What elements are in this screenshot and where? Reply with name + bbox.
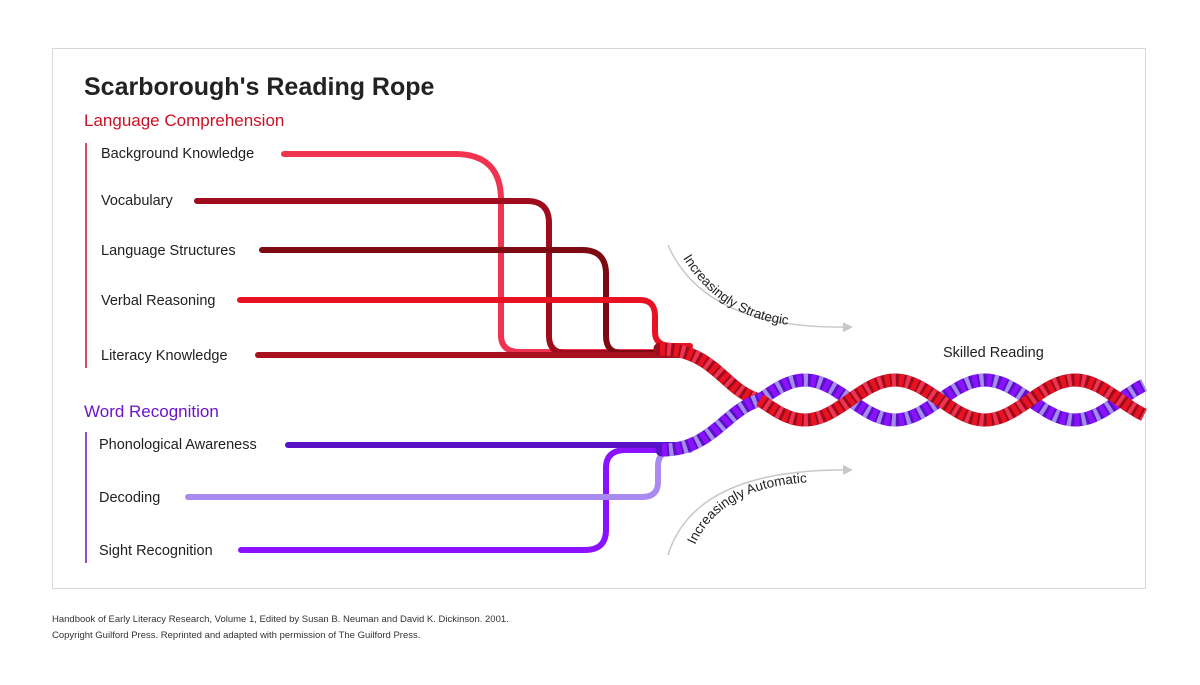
citation-line-1: Handbook of Early Literacy Research, Vol… — [52, 614, 509, 625]
strand-decoding — [185, 447, 693, 500]
strand-vocabulary — [194, 198, 693, 356]
strand-verbal-reasoning — [237, 297, 693, 349]
strand-label-literacy-knowledge: Literacy Knowledge — [101, 348, 228, 364]
strand-label-verbal-reasoning: Verbal Reasoning — [101, 293, 215, 309]
word-strands — [185, 442, 693, 553]
citation-line-2: Copyright Guilford Press. Reprinted and … — [52, 630, 421, 641]
increasingly-strategic-label: Increasingly Strategic — [680, 252, 789, 328]
strand-label-language-structures: Language Structures — [101, 243, 236, 259]
strand-label-decoding: Decoding — [99, 490, 160, 506]
automatic-arrow — [667, 464, 853, 556]
skilled-reading-label: Skilled Reading — [943, 345, 1044, 361]
braided-rope — [653, 342, 1147, 457]
diagram-title: Scarborough's Reading Rope — [84, 73, 435, 101]
language-comprehension-heading: Language Comprehension — [84, 111, 284, 130]
language-strands — [194, 151, 693, 358]
red-cord-converge-twist-b — [659, 342, 762, 407]
red-helix-twist-a — [756, 373, 1147, 427]
strand-label-vocabulary: Vocabulary — [101, 193, 173, 209]
purple-helix-twist-a — [756, 373, 1147, 427]
strand-label-background-knowledge: Background Knowledge — [101, 146, 254, 162]
increasingly-automatic-label: Increasingly Automatic — [684, 470, 807, 546]
citation-footer: Handbook of Early Literacy Research, Vol… — [52, 612, 509, 644]
red-cord-converge-twist-a — [659, 342, 762, 407]
strand-label-phonological-awareness: Phonological Awareness — [99, 437, 257, 453]
strategic-arrow — [667, 244, 853, 333]
diagram-frame — [52, 48, 1146, 589]
strand-label-sight-recognition: Sight Recognition — [99, 543, 213, 559]
purple-cord-converge-twist-a — [661, 393, 763, 457]
word-recognition-heading: Word Recognition — [84, 402, 219, 421]
